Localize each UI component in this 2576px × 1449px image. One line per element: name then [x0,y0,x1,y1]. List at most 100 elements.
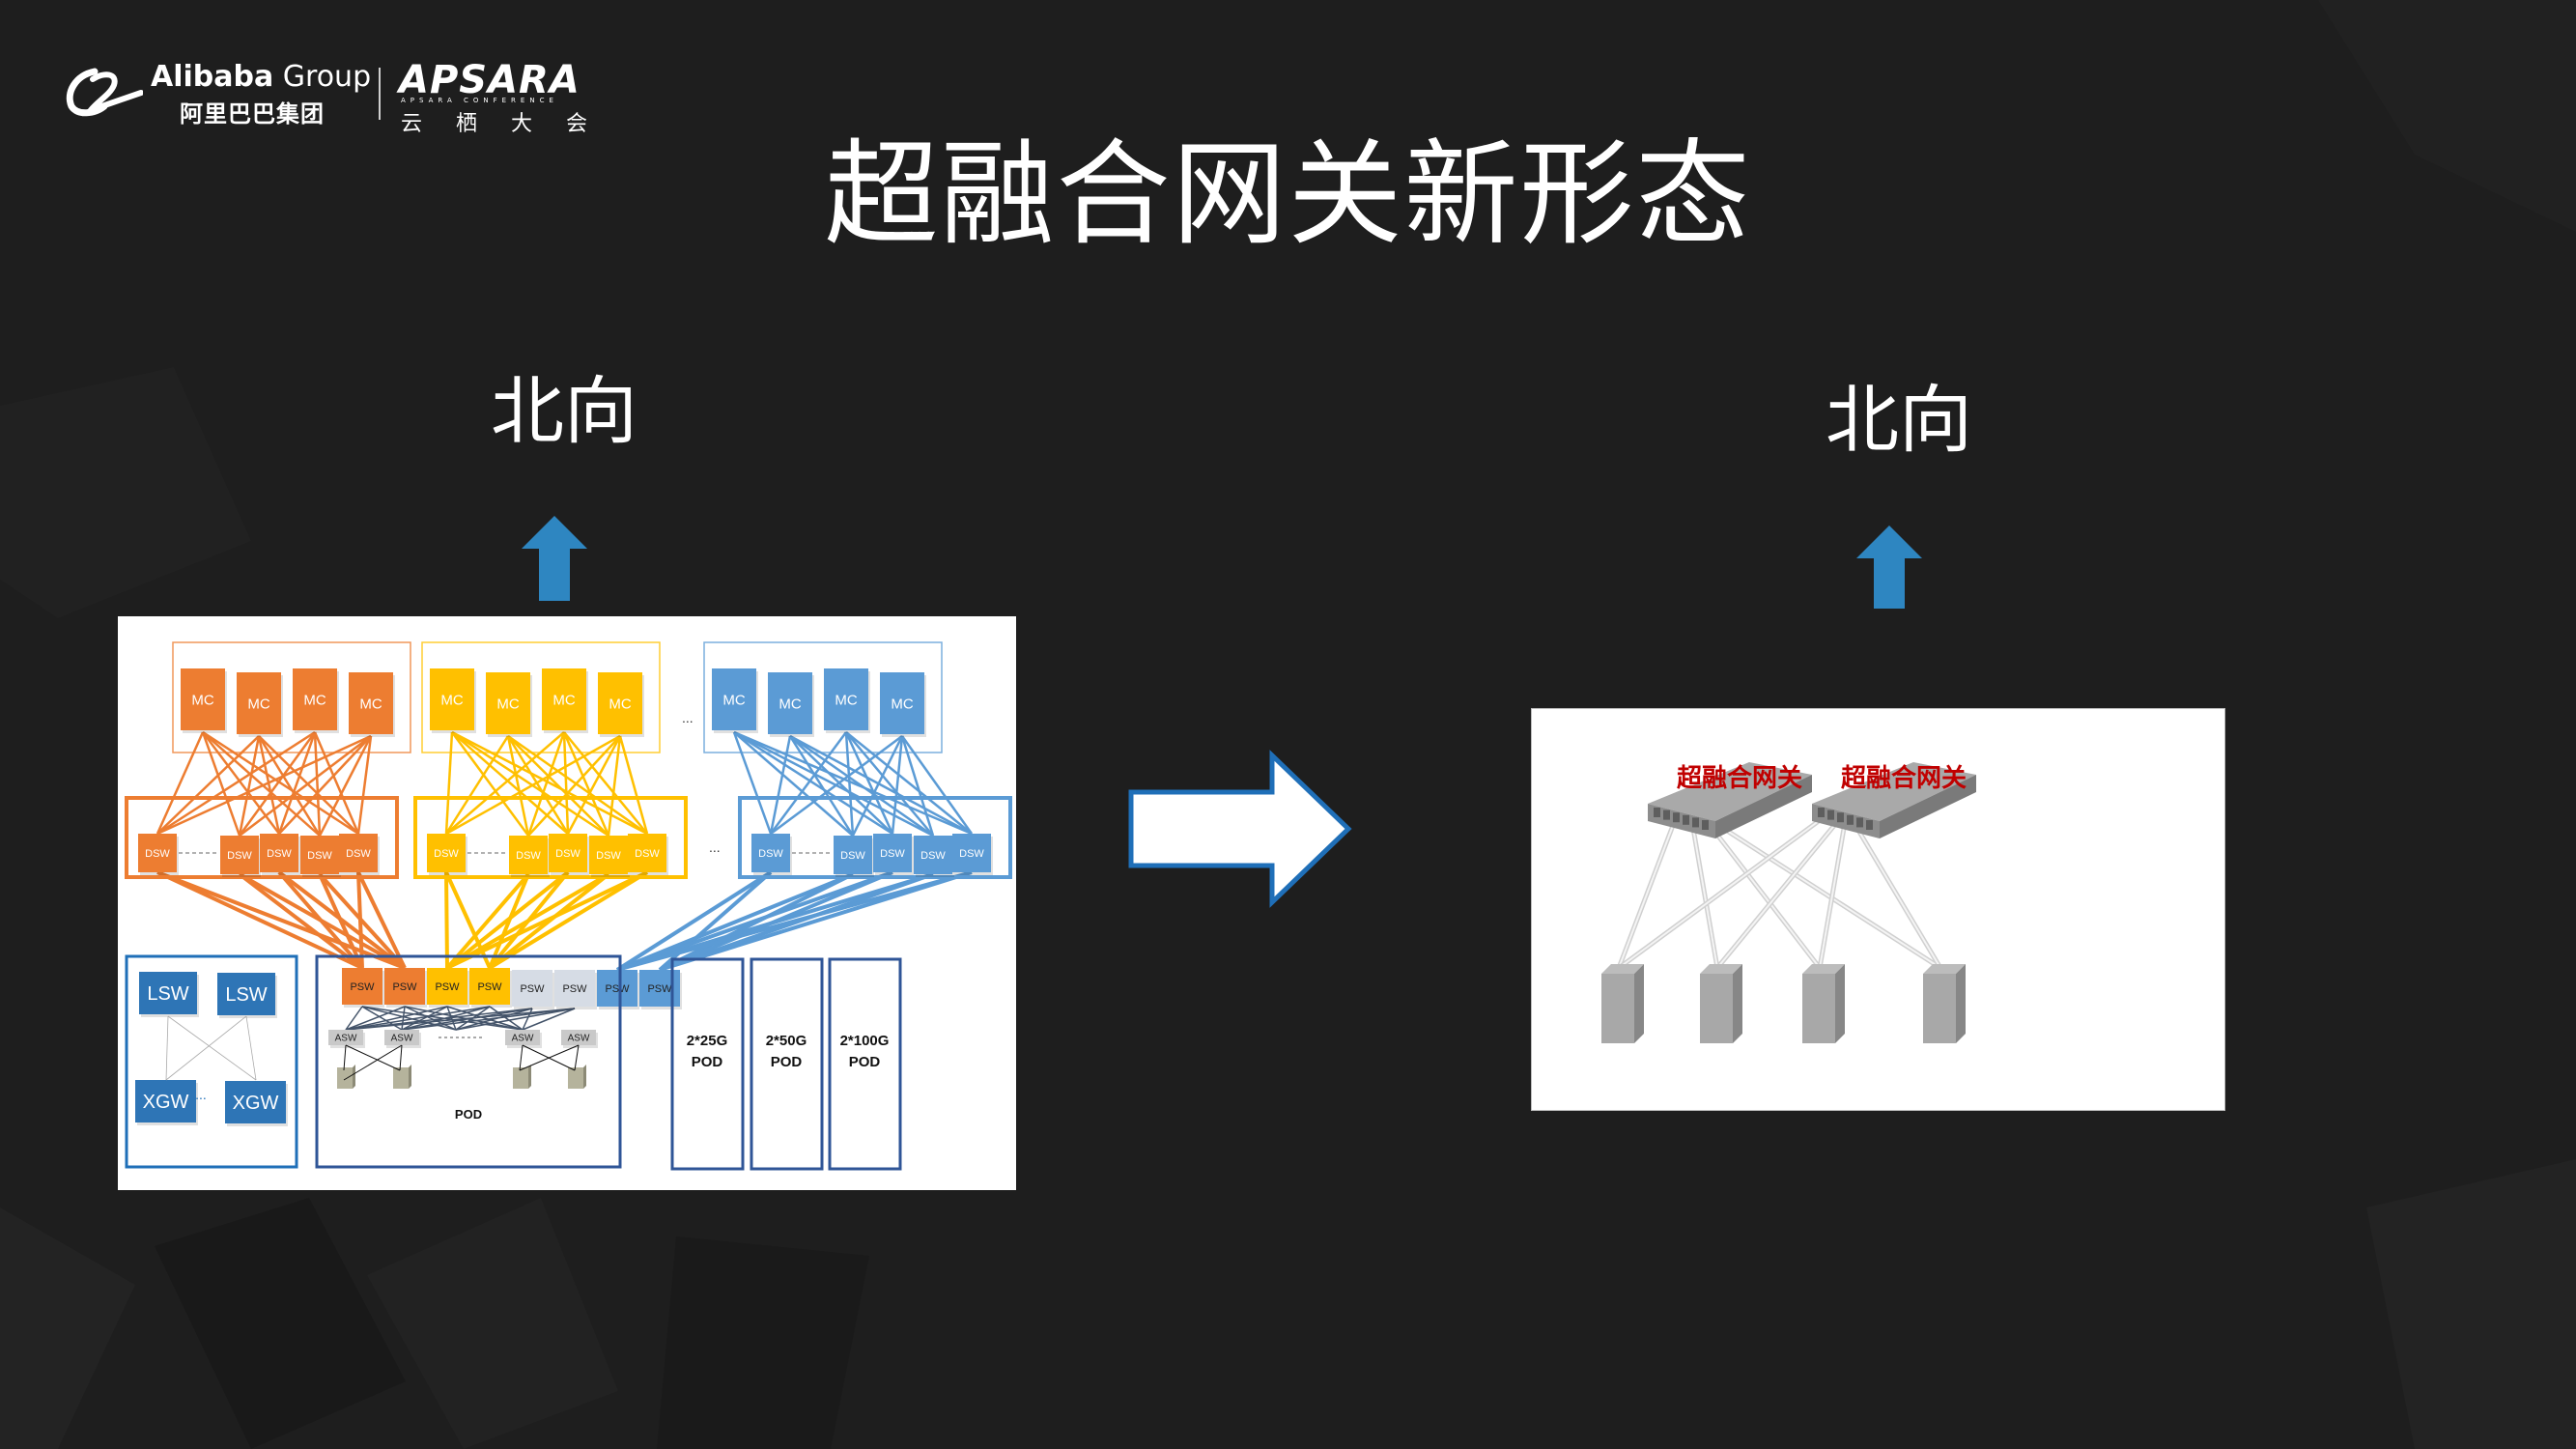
mc-dsw-link [444,735,510,835]
asw-server-link [345,1044,401,1071]
dsw-node-body [549,834,587,872]
mc-node-label: MC [359,696,382,712]
dsw-node-body [509,836,548,874]
dsw-node-body [427,834,466,872]
dsw-node-body [873,834,912,872]
group-wordmark: Group [282,60,372,94]
dsw-node: DSW [628,834,668,875]
mc-dsw-link [156,731,205,835]
dsw-node-label: DSW [346,848,371,860]
mc-dsw-link [607,735,622,837]
mc-dsw-link [733,731,854,837]
mc-dsw-link [202,731,321,837]
xgw-node-body [225,1081,286,1123]
mc-node: MC [430,668,476,733]
dsw-ellipsis: ... [709,839,721,855]
mc-node: MC [542,668,588,733]
gateway-port [1663,810,1670,820]
mc-node-label: MC [303,692,326,708]
dsw-psw-link [356,871,407,969]
mc-dsw-link [733,730,973,836]
dsw-node-body [628,834,666,872]
asw-node-label: ASW [335,1034,357,1044]
pod-speed-label: 2*25G [687,1033,728,1049]
mc-dsw-link [451,730,648,836]
lsw-node-label: LSW [147,983,188,1005]
server-front [568,1067,583,1089]
dsw-node-label: DSW [145,848,170,860]
lsw-node: LSW [139,972,199,1017]
dsw-node: DSW [549,834,589,875]
server-top [1802,964,1845,974]
pod-speed-label: 2*50G [766,1033,807,1049]
dsw-node: DSW [260,834,300,875]
server-front [1700,974,1733,1043]
psw-node: PSW [512,970,554,1009]
server-front [1802,974,1835,1043]
xgw-node-body [135,1080,196,1122]
gateway-server-link-highlight [1618,814,1827,969]
asw-node-body [505,1030,540,1045]
psw-node-body [384,968,425,1005]
psw-asw-link [361,1006,403,1031]
mc-node: MC [598,672,644,737]
mc-node-body [293,668,337,730]
lsw-xgw-link [165,1015,169,1081]
gateway-port [1866,820,1873,830]
server-icon [337,1065,355,1089]
psw-node-label: PSW [605,983,630,995]
mc-node-label: MC [835,692,857,708]
transform-arrow-icon [1128,750,1352,908]
mc-dsw-link [445,731,565,835]
dsw-node-label: DSW [959,848,984,860]
mc-node: MC [486,672,532,737]
psw-asw-link [361,1006,457,1031]
gateway-label: 超融合网关 [1677,763,1802,792]
link-layer [156,730,974,1031]
gateway-port [1837,812,1844,823]
mc-dsw-link [507,734,648,836]
server-icon [1700,964,1742,1043]
pod-frame-0 [670,957,745,1171]
dsw-psw-link [156,870,363,970]
apsara-wordmark: APSARA [399,58,580,102]
psw-asw-link [401,1006,406,1031]
psw-asw-link [404,1006,457,1031]
mc-dsw-link [444,731,454,835]
xgw-node-label: XGW [233,1093,279,1114]
dsw-node: DSW [220,836,261,877]
psw-asw-link [455,1008,576,1031]
mc-dsw-link [278,735,372,835]
lsw-xgw-link [245,1015,257,1081]
psw-node-body [597,970,637,1007]
gateway-server-link-highlight [1819,816,1847,969]
gateway-server-link-highlight [1716,816,1842,969]
dsw-group-frame [413,796,688,879]
gateway-device: 超融合网关 [1648,762,1812,838]
psw-asw-link [345,1006,448,1031]
gateway-port [1856,817,1863,828]
link-layer [1616,812,1943,971]
psw-node-label: PSW [562,983,587,995]
mc-node: MC [181,668,227,733]
dsw-node-label: DSW [920,850,946,862]
dsw-psw-link [616,870,893,972]
hyperconverged-gateway-diagram: 超融合网关超融合网关 [1532,709,2224,1110]
gateway-server-link-highlight [1618,814,1678,969]
mc-dsw-link [202,730,359,836]
xgw-node: XGW [135,1080,198,1125]
gateway-port [1702,820,1709,830]
dsw-node: DSW [138,834,179,875]
mc-node-body [768,672,812,734]
apsara-logo: APSARA APSARA CONFERENCE 云 栖 大 会 [399,58,587,136]
server-side [1956,964,1966,1043]
psw-node-body [469,968,510,1005]
apsara-subtitle: APSARA CONFERENCE [401,97,558,104]
asw-node-body [384,1030,419,1045]
mc-dsw-link [845,731,934,837]
lsw-xgw-link [165,1015,247,1081]
psw-node-label: PSW [520,983,545,995]
gateway-port [1818,808,1825,817]
psw-node-label: PSW [647,983,672,995]
